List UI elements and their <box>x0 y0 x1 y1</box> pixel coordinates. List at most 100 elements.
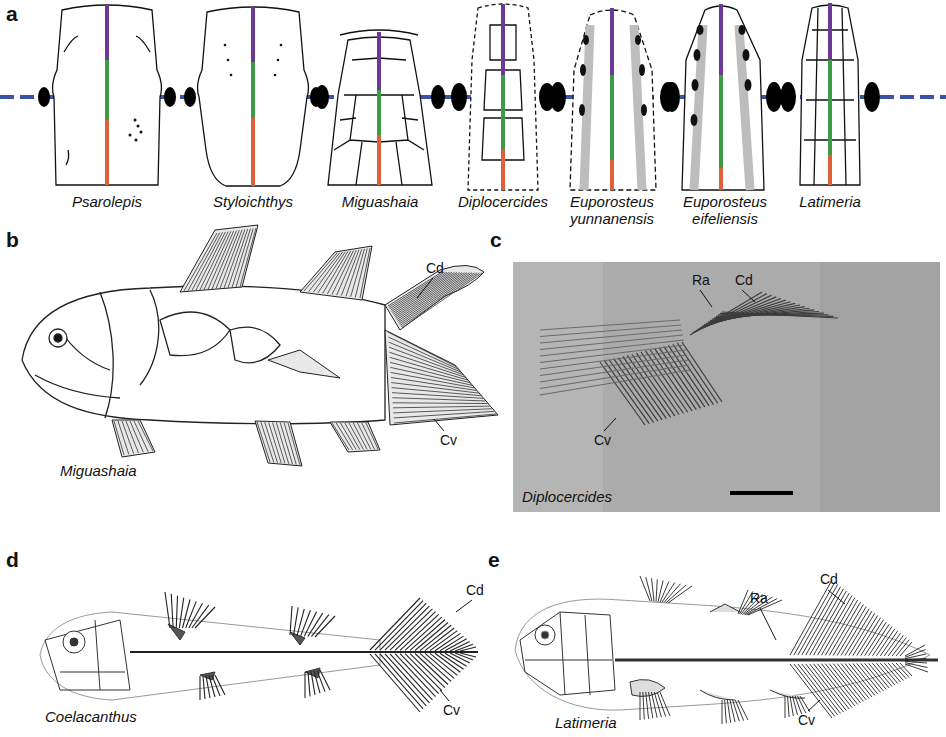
skull-axis <box>107 3 830 190</box>
fish-fin <box>358 423 371 449</box>
fish-fin <box>341 250 359 296</box>
fin-rays <box>905 659 927 661</box>
skull-axis <box>105 60 109 120</box>
fin-rays <box>440 653 464 669</box>
fish-body <box>541 631 549 639</box>
fin-rays <box>833 604 863 655</box>
fish-fin <box>399 273 474 324</box>
panel-letter: d <box>6 548 19 572</box>
fin-rays <box>320 670 330 690</box>
fossil-rays <box>540 325 681 337</box>
fish-fin <box>360 248 370 298</box>
fin-rays <box>430 631 457 651</box>
fish-fin <box>394 411 494 418</box>
fin-rays <box>800 696 810 712</box>
fin-rays <box>301 610 311 636</box>
fish-fin <box>341 423 357 450</box>
eye-marker <box>664 82 680 112</box>
fin-rays <box>849 663 875 695</box>
skull-axis <box>501 150 505 190</box>
fin-rays <box>405 617 442 650</box>
fin-rays <box>311 671 315 695</box>
fish-fin <box>180 225 258 292</box>
sensory-pits <box>743 49 750 61</box>
panel-letter: e <box>488 548 500 572</box>
fin-rays <box>460 647 476 651</box>
fish-fin <box>393 406 490 408</box>
leader-line <box>700 290 712 307</box>
skull-axis <box>828 155 832 185</box>
skull-outline <box>66 150 69 165</box>
fin-rays <box>430 653 457 675</box>
fossil-rays <box>540 292 838 425</box>
fish-body <box>520 612 615 695</box>
fish-fin <box>395 273 462 318</box>
sensory-pits <box>280 44 283 47</box>
scale-bar <box>730 491 793 495</box>
fossil-rays <box>540 330 682 343</box>
fin-rays <box>825 600 857 655</box>
leader-line <box>604 418 616 431</box>
fish-fin <box>366 423 378 449</box>
fin-rays <box>738 700 748 720</box>
sensory-pits <box>641 104 647 116</box>
fin-rays <box>660 692 670 716</box>
fish-fin <box>390 357 468 380</box>
eye-marker <box>38 82 880 112</box>
fin-rays <box>853 663 878 694</box>
fin-rays <box>405 654 442 691</box>
fish-fin <box>300 246 372 300</box>
fin-rays <box>212 675 220 696</box>
panel-letter: b <box>6 228 19 252</box>
taxon-name: Coelacanthus <box>45 708 137 725</box>
skull-axis <box>828 60 832 155</box>
fin-rays <box>802 587 841 655</box>
fin-rays <box>199 676 200 700</box>
fin-rays <box>905 654 926 659</box>
sensory-pits <box>224 44 227 47</box>
fossil-photo <box>820 262 940 512</box>
taxon-name: Styloichthys <box>213 193 293 210</box>
sensory-pits <box>739 25 746 35</box>
fish-fin <box>313 252 342 292</box>
fish-fin <box>257 422 270 462</box>
fish-fin <box>390 367 472 385</box>
skull-outline <box>53 4 860 190</box>
fish-fin <box>112 420 155 457</box>
fish-fin <box>346 249 362 296</box>
fish-fin <box>332 423 349 450</box>
fin-rays <box>725 700 727 723</box>
skull-axis <box>377 135 381 185</box>
fish-fin <box>268 350 340 378</box>
fin-rays <box>888 635 903 656</box>
skull-axis <box>719 168 723 190</box>
taxon-name: Latimeria <box>799 193 861 210</box>
fin-rays <box>900 663 912 676</box>
fish-body <box>22 286 385 424</box>
fin-rays <box>785 696 786 718</box>
fin-rays <box>722 700 723 724</box>
fin-rays <box>460 653 476 657</box>
fin-rays <box>900 642 912 656</box>
fish-fin <box>196 232 225 290</box>
eye-marker <box>766 82 782 112</box>
fin-rays <box>829 602 860 655</box>
fish-body <box>35 375 120 398</box>
fish-fin <box>330 422 380 452</box>
panel-letter: c <box>490 228 502 252</box>
fin-rays <box>294 607 299 635</box>
skull-axis <box>251 118 255 186</box>
fish-body <box>22 286 385 424</box>
fish-fin <box>401 273 479 327</box>
fish-fin <box>112 225 498 466</box>
callout-label: Ra <box>692 272 710 288</box>
fossil-rays <box>540 360 688 382</box>
skull-axis <box>610 75 614 160</box>
fossil-rays <box>682 342 722 402</box>
skull-axis <box>610 160 614 190</box>
fin-rays <box>290 606 292 635</box>
fin-rays <box>314 671 320 693</box>
fin-rays <box>727 700 730 723</box>
fin-rays <box>806 664 844 712</box>
eye-marker <box>550 82 566 112</box>
